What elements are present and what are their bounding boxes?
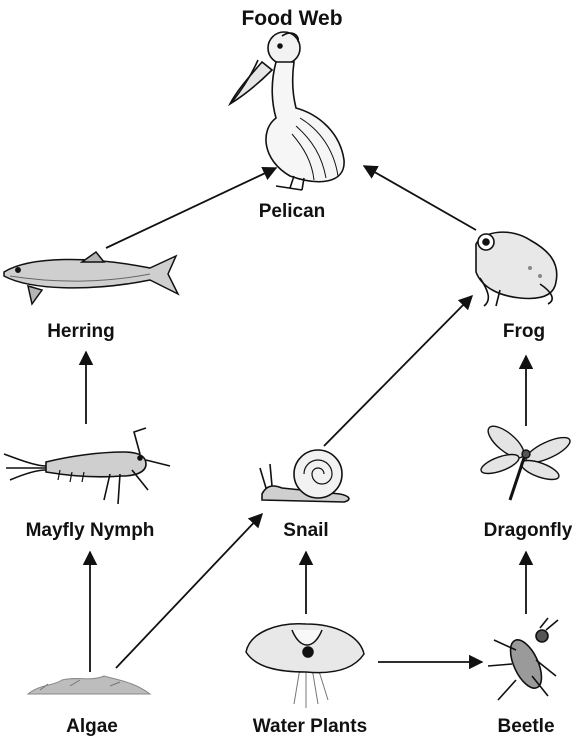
label-beetle: Beetle <box>497 716 554 737</box>
label-dragonfly: Dragonfly <box>484 520 573 541</box>
label-snail: Snail <box>283 520 328 541</box>
arrow-frog-to-pelican <box>362 165 477 231</box>
arrow-herring-to-pelican <box>105 167 278 249</box>
label-mayfly-nymph: Mayfly Nymph <box>26 520 155 541</box>
pelican-icon <box>228 31 345 191</box>
snail-icon <box>259 449 350 503</box>
arrow-snail-to-frog <box>323 294 474 447</box>
label-water-plants: Water Plants <box>253 716 367 737</box>
herring-icon <box>3 250 180 306</box>
algae-icon <box>26 675 152 695</box>
arrow-algae-to-snail <box>115 512 263 669</box>
beetle-icon <box>487 617 559 701</box>
dragonfly-icon <box>480 425 571 501</box>
label-herring: Herring <box>47 321 115 342</box>
label-pelican: Pelican <box>259 201 326 222</box>
mayfly-nymph-icon <box>3 427 171 505</box>
label-algae: Algae <box>66 716 118 737</box>
label-frog: Frog <box>503 321 545 342</box>
frog-icon <box>475 231 558 307</box>
energy-flow-arrows <box>78 165 534 672</box>
water-plants-icon <box>245 623 365 708</box>
diagram-title: Food Web <box>241 7 342 30</box>
